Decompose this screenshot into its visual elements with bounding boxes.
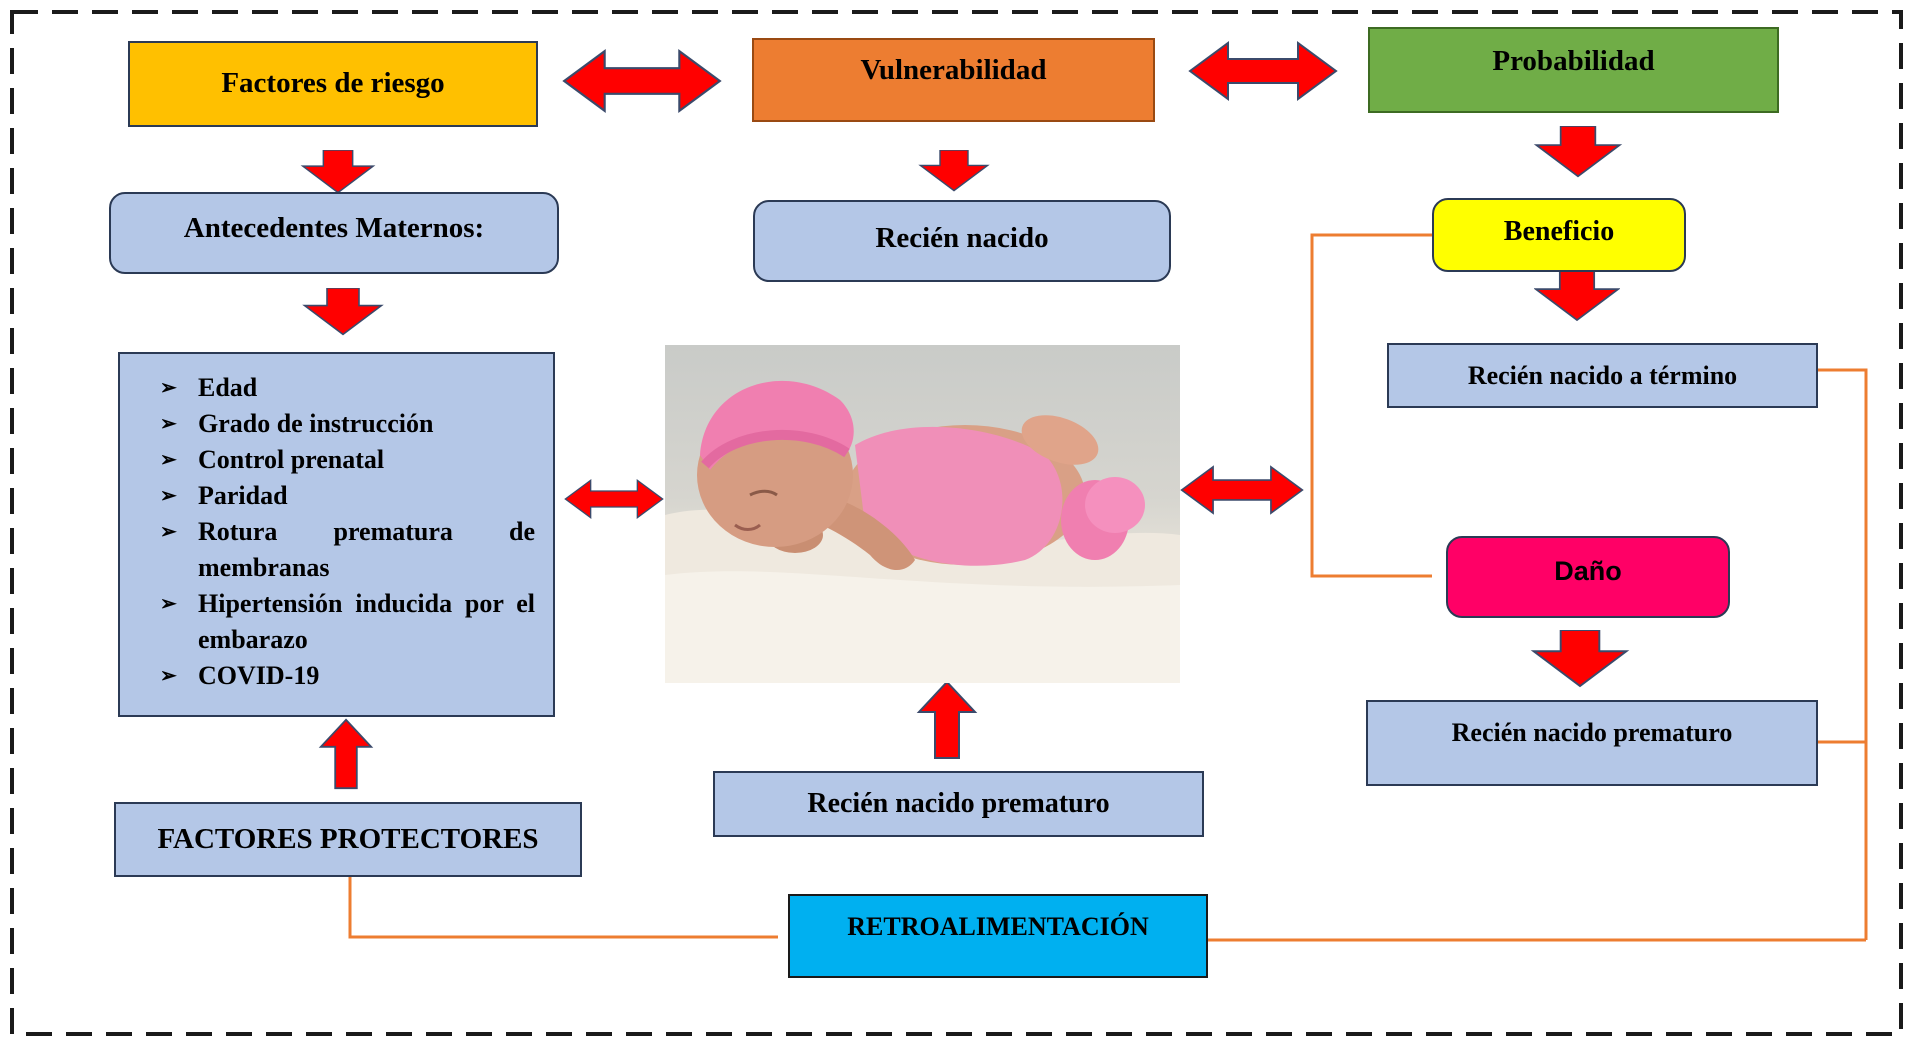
factor-item: ➢Paridad (160, 478, 535, 514)
factor-item: ➢Grado de instrucción (160, 406, 535, 442)
factor-item: ➢Control prenatal (160, 442, 535, 478)
factor-item: ➢Hipertensión inducida por el embarazo (160, 586, 535, 658)
down-arrow-damage (1532, 630, 1628, 688)
double-arrow-list-photo (564, 479, 664, 519)
maternal-factors-list: ➢Edad ➢Grado de instrucción ➢Control pre… (118, 352, 555, 717)
arrowhead-bullet-icon: ➢ (160, 485, 177, 507)
down-arrow-maternal (303, 288, 383, 336)
arrowhead-bullet-icon: ➢ (160, 413, 177, 435)
damage-label: Daño (1554, 556, 1622, 586)
newborn-label: Recién nacido (875, 222, 1049, 254)
benefit-box: Beneficio (1432, 198, 1686, 272)
term-newborn-label: Recién nacido a término (1467, 360, 1738, 390)
double-arrow-vulnerability-probability (1188, 41, 1338, 101)
term-newborn-box: Recién nacido a término (1387, 343, 1818, 408)
factor-item: ➢Edad (160, 370, 535, 406)
down-arrow-vulnerability (919, 150, 989, 192)
up-arrow-protective (319, 718, 373, 790)
up-arrow-premature (917, 680, 977, 760)
premature-newborn-photo (665, 345, 1180, 683)
feedback-left-connector (348, 877, 778, 939)
damage-box: Daño (1446, 536, 1730, 618)
maternal-history-box: Antecedentes Maternos: (109, 192, 559, 274)
arrowhead-bullet-icon: ➢ (160, 593, 177, 615)
premature-newborn-center-label: Recién nacido prematuro (807, 787, 1110, 819)
double-arrow-photo-outcomes (1180, 465, 1304, 515)
benefit-label: Beneficio (1503, 216, 1615, 247)
protective-factors-box: FACTORES PROTECTORES (114, 802, 582, 877)
newborn-box: Recién nacido (753, 200, 1171, 282)
arrowhead-bullet-icon: ➢ (160, 521, 177, 543)
feedback-box: RETROALIMENTACIÓN (788, 894, 1208, 978)
arrowhead-bullet-icon: ➢ (160, 449, 177, 471)
risk-factors-label: Factores de riesgo (221, 67, 445, 100)
probability-box: Probabilidad (1368, 27, 1779, 113)
premature-newborn-outcome-label: Recién nacido prematuro (1451, 718, 1733, 747)
vulnerability-box: Vulnerabilidad (752, 38, 1155, 122)
arrowhead-bullet-icon: ➢ (160, 377, 177, 399)
down-arrow-risk (301, 150, 375, 194)
premature-newborn-outcome-box: Recién nacido prematuro (1366, 700, 1818, 786)
benefit-damage-connector (1310, 233, 1432, 578)
factor-item: ➢COVID-19 (160, 658, 535, 694)
term-newborn-connector (1818, 368, 1868, 940)
risk-factors-box: Factores de riesgo (128, 41, 538, 127)
down-arrow-probability (1535, 126, 1621, 178)
probability-label: Probabilidad (1492, 45, 1655, 77)
factor-item: ➢Rotura prematura de membranas (160, 514, 535, 586)
arrowhead-bullet-icon: ➢ (160, 665, 177, 687)
feedback-label: RETROALIMENTACIÓN (847, 912, 1149, 941)
double-arrow-risk-vulnerability (563, 50, 721, 112)
protective-factors-label: FACTORES PROTECTORES (157, 822, 539, 855)
premature-newborn-center-box: Recién nacido prematuro (713, 771, 1204, 837)
down-arrow-benefit (1534, 270, 1620, 321)
vulnerability-label: Vulnerabilidad (860, 54, 1047, 86)
maternal-history-label: Antecedentes Maternos: (183, 212, 485, 244)
